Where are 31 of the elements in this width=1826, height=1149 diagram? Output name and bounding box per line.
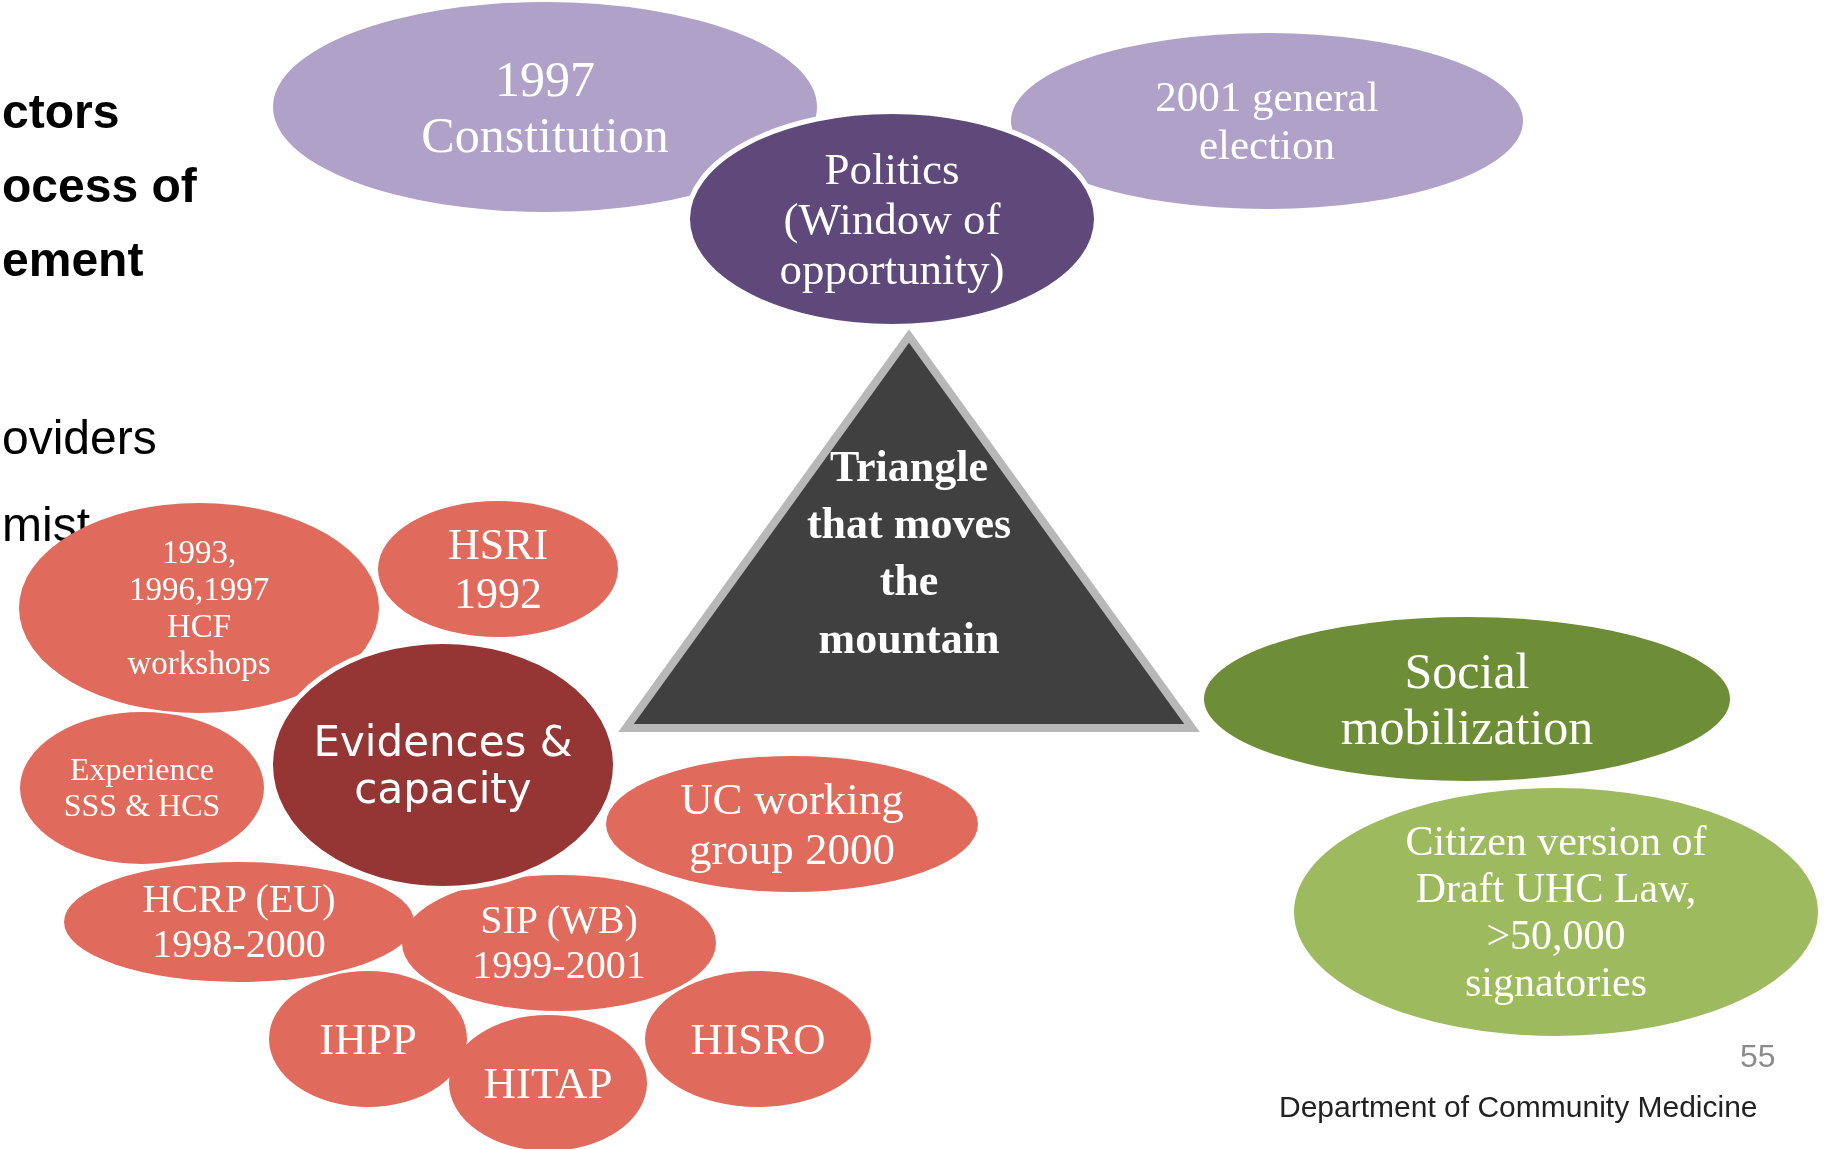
slide-text: ctors (2, 84, 120, 139)
node-label: Social mobilization (1339, 643, 1595, 755)
node-label: 1997 Constitution (420, 51, 670, 163)
ellipse-node (402, 875, 716, 1011)
page-number: 55 (1740, 1038, 1776, 1075)
ellipse-node (1011, 33, 1523, 209)
node-label: IHPP (318, 1014, 418, 1065)
node-label: Evidences & capacity (313, 718, 573, 813)
footer-text: Department of Community Medicine (1279, 1090, 1758, 1124)
node-label: HCRP (EU) 1998-2000 (141, 877, 337, 967)
node-label: Triangle that moves the mountain (805, 441, 1013, 665)
node-label: UC working group 2000 (679, 773, 905, 875)
ellipse-node (645, 971, 871, 1107)
node-label: HSRI 1992 (446, 519, 550, 619)
node-label: SIP (WB) 1999-2001 (471, 898, 647, 988)
node-label: HITAP (482, 1058, 614, 1109)
ellipse-node (606, 756, 978, 892)
ellipse-node (20, 712, 264, 864)
node-label: HISRO (689, 1014, 827, 1065)
node-label: Politics (Window of opportunity) (778, 143, 1006, 295)
node-label: Experience SSS & HCS (62, 752, 222, 824)
node-label: 1993, 1996,1997 HCF workshops (126, 534, 272, 682)
slide-text: ocess of (2, 158, 197, 213)
node-label: 2001 general election (1154, 73, 1380, 170)
slide-text: ement (2, 232, 144, 287)
node-label: Citizen version of Draft UHC Law, >50,000 signatories (1404, 818, 1708, 1007)
ellipse-node (1294, 788, 1818, 1036)
slide-text: oviders (2, 410, 157, 465)
ellipse-node (269, 971, 467, 1107)
ellipse-node (378, 501, 618, 637)
ellipse-node (64, 862, 414, 982)
